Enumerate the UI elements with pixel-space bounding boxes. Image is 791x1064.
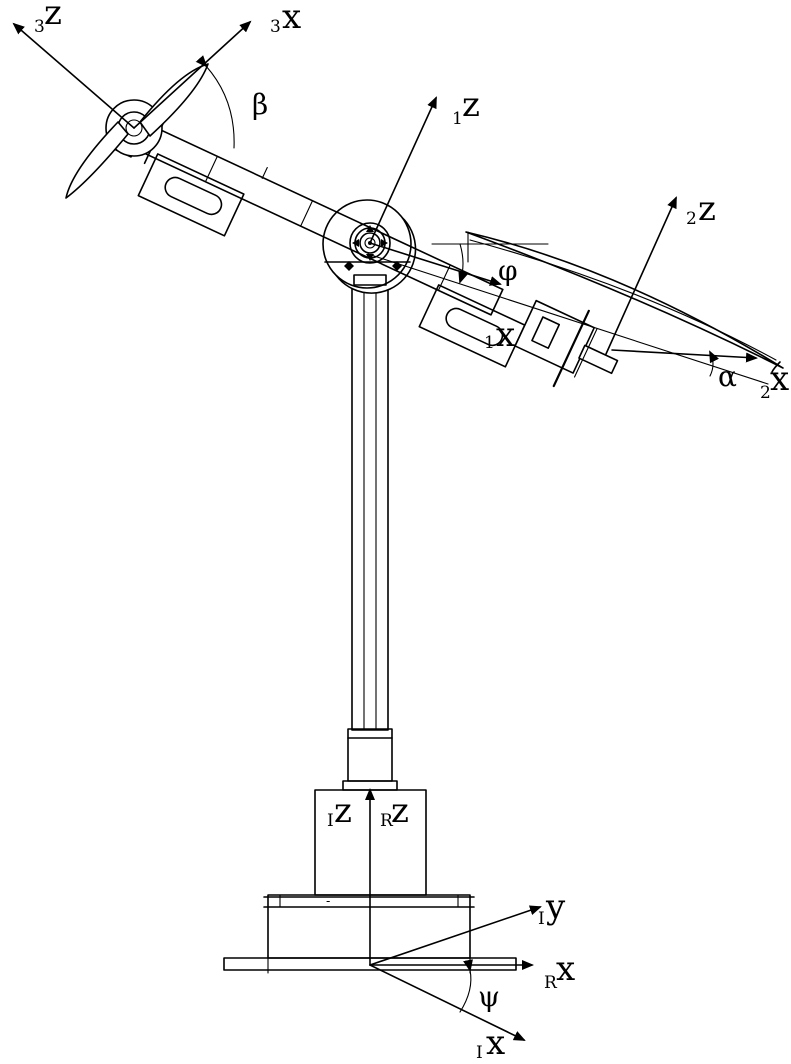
- label-beta: β: [252, 88, 268, 121]
- arm-axis-extension: [367, 253, 769, 385]
- svg-text:x: x: [770, 359, 789, 399]
- svg-text:I: I: [476, 1043, 483, 1063]
- label-3z: 3 z: [34, 0, 62, 37]
- angle-alpha-arc: [709, 350, 719, 377]
- rear-blade-lower: [65, 121, 129, 199]
- axis-3z: [12, 22, 135, 129]
- svg-text:z: z: [334, 791, 352, 831]
- axis-1z: [369, 96, 437, 244]
- label-alpha: α: [718, 360, 737, 393]
- label-3x: 3 x: [270, 0, 301, 37]
- label-rz: R z: [380, 791, 409, 831]
- axis-ix: [369, 964, 526, 1041]
- angle-beta-arc: [195, 55, 235, 149]
- front-rotor-blade: [431, 231, 784, 373]
- pivot-bolt-right: [392, 261, 402, 271]
- label-psi: ψ: [478, 980, 500, 1013]
- svg-text:2: 2: [686, 209, 697, 229]
- label-2z: 2 z: [686, 189, 716, 229]
- svg-text:I: I: [327, 811, 334, 831]
- column-coupling: [342, 728, 398, 791]
- svg-text:R: R: [380, 811, 394, 831]
- rear-blade-upper: [139, 63, 209, 137]
- angle-psi-arc: [459, 959, 473, 1013]
- label-1z: 1 z: [452, 85, 480, 129]
- label-phi: φ: [498, 254, 518, 287]
- label-1x: 1 x: [484, 315, 515, 355]
- central-pivot: [322, 199, 417, 294]
- axis-2x: [611, 349, 758, 363]
- base-block: -: [263, 894, 475, 959]
- axis-1x: [369, 242, 502, 286]
- axis-3x: [133, 20, 252, 129]
- axis-iy: [369, 905, 542, 966]
- svg-text:z: z: [391, 791, 409, 831]
- svg-text:x: x: [282, 0, 301, 37]
- svg-text:1: 1: [484, 333, 495, 353]
- svg-text:R: R: [544, 973, 558, 993]
- svg-text:z: z: [44, 0, 62, 33]
- label-iz: I z: [327, 791, 352, 831]
- label-iy: I y: [538, 887, 566, 929]
- svg-text:x: x: [486, 1023, 505, 1063]
- svg-text:1: 1: [452, 109, 463, 129]
- svg-text:z: z: [698, 189, 716, 229]
- base-mark: -: [326, 894, 330, 908]
- label-2x: 2 x: [760, 359, 789, 403]
- angle-phi-arc: [458, 243, 468, 284]
- svg-text:y: y: [545, 887, 566, 927]
- svg-text:I: I: [538, 909, 545, 929]
- svg-text:3: 3: [270, 17, 281, 37]
- svg-text:x: x: [496, 315, 515, 355]
- rear-rotor: [65, 63, 209, 199]
- svg-text:2: 2: [760, 383, 771, 403]
- label-rx: R x: [544, 949, 575, 993]
- svg-text:3: 3: [34, 17, 45, 37]
- pivot-bolt-left: [344, 261, 354, 271]
- vertical-column: [351, 283, 389, 731]
- label-ix: I x: [476, 1023, 505, 1063]
- svg-text:x: x: [556, 949, 575, 989]
- svg-text:z: z: [462, 85, 480, 125]
- axis-2z: [605, 196, 677, 355]
